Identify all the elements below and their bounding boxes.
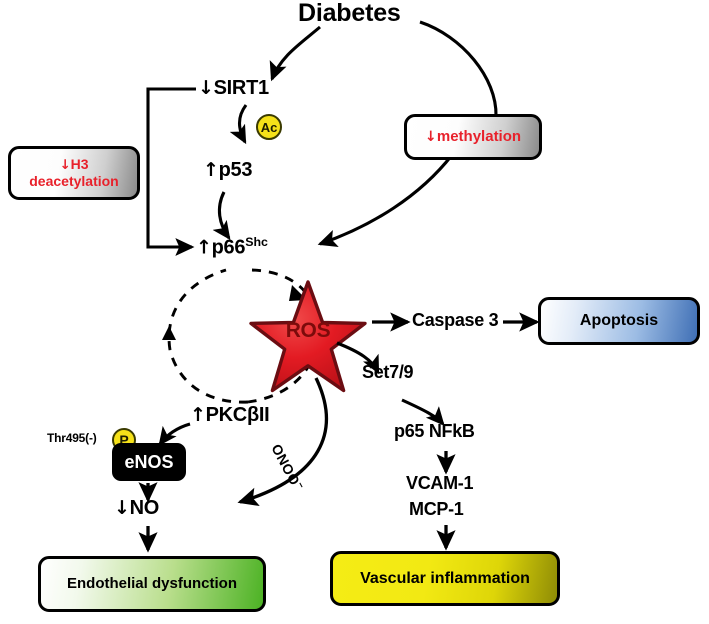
node-pkcbii: ↑PKCβII: [190, 404, 270, 426]
node-ros-label: ROS: [285, 319, 331, 342]
edge-methylation-to-p66shc: [317, 154, 454, 248]
edge-sirt1-to-p53: [229, 104, 248, 145]
node-vcam1: VCAM-1: [406, 473, 474, 493]
node-p66shc-label: p66: [211, 236, 246, 259]
down-arrow-glyph: ↓: [198, 77, 214, 99]
node-p66shc-superscript: Shc: [245, 235, 268, 249]
box-vascular-inflammation: Vascular inflammation: [330, 551, 560, 606]
node-caspase3: Caspase 3: [412, 310, 499, 330]
node-p66shc: ↑p66Shc: [196, 235, 268, 259]
node-set79: Set7/9: [362, 362, 414, 382]
node-p53-label: p53: [218, 159, 253, 181]
box-h3-deacetylation: ↓H3 deacetylation: [8, 146, 140, 200]
node-p65-nfkb: p65 NFkB: [394, 421, 475, 441]
label-thr495: Thr495(-): [47, 431, 97, 445]
edge-ros-to-set79: [336, 341, 380, 375]
methylation-label: methylation: [436, 127, 522, 145]
node-sirt1: ↓SIRT1: [198, 78, 269, 99]
box-enos: eNOS: [112, 443, 186, 481]
up-arrow-glyph: ↑: [190, 404, 206, 426]
ros-star: [249, 280, 367, 393]
down-arrow-glyph: ↓: [114, 497, 130, 519]
box-apoptosis: Apoptosis: [538, 297, 700, 345]
node-pkcbii-label: PKCβII: [205, 404, 270, 426]
h3-line1: H3: [70, 155, 89, 172]
edge-ros-to-no-onoo: [237, 377, 328, 507]
acetyl-marker-icon: Ac: [256, 114, 282, 140]
down-arrow-glyph: ↓: [59, 157, 71, 173]
edge-set79-to-nfkb: [401, 398, 445, 426]
page-title: Diabetes: [298, 0, 401, 27]
box-methylation: ↓methylation: [404, 114, 542, 160]
edge-diabetes-to-sirt1: [269, 25, 322, 82]
up-arrow-glyph: ↑: [203, 159, 219, 181]
box-endothelial-dysfunction: Endothelial dysfunction: [38, 556, 266, 612]
edge-p53-to-p66shc: [212, 191, 231, 241]
up-arrow-glyph: ↑: [196, 236, 212, 259]
node-p53: ↑p53: [203, 160, 252, 181]
h3-line2: deacetylation: [29, 172, 119, 189]
edge-diabetes-to-methylation: [419, 20, 498, 117]
down-arrow-glyph: ↓: [424, 128, 437, 145]
node-no-label: NO: [129, 497, 160, 519]
node-no: ↓NO: [114, 498, 159, 519]
node-sirt1-label: SIRT1: [213, 77, 269, 99]
edge-sirt1-bracket-to-p66shc: [146, 87, 196, 256]
node-mcp1: MCP-1: [409, 499, 464, 519]
edge-pkcbii-to-enos: [158, 422, 191, 446]
